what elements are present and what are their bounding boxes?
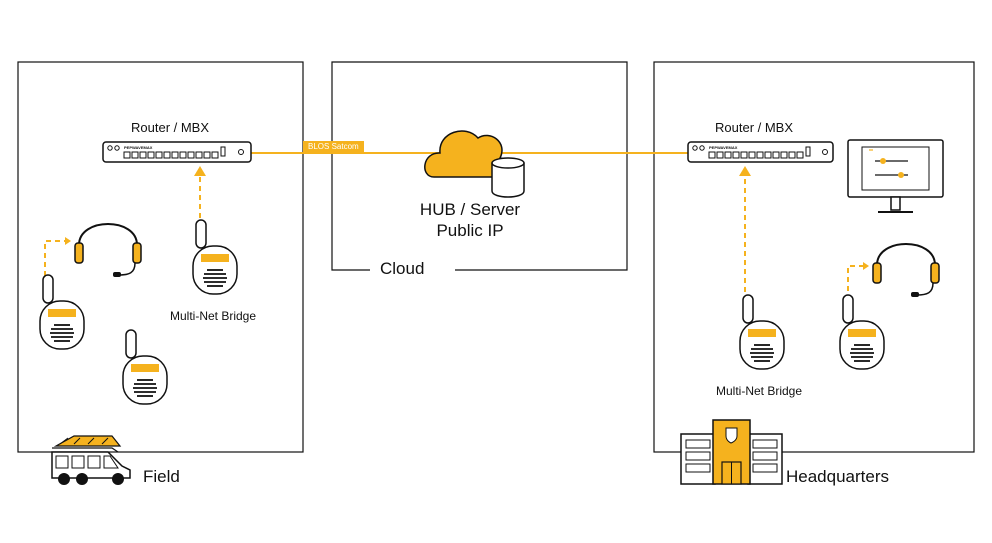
- hq-headset-arrow: [847, 265, 866, 300]
- hq-region-box: [653, 61, 975, 453]
- hub-line-2: Public IP: [436, 221, 504, 240]
- hq-region-label: Headquarters: [786, 467, 890, 486]
- hq-bridge-label: Multi-Net Bridge: [716, 384, 803, 398]
- cloud-region-box: [331, 61, 628, 271]
- field-region-box: [17, 61, 304, 453]
- field-router-brand: PEPWAVEMAX: [124, 145, 153, 150]
- hq-headset-icon: [872, 243, 940, 298]
- satcom-link-label: BLOS Satcom: [303, 141, 364, 153]
- hq-router-label: Router / MBX: [715, 120, 794, 135]
- field-headset-icon: [74, 223, 142, 278]
- monitor-icon: [847, 139, 944, 213]
- field-vehicle-icon: [51, 435, 131, 485]
- hq-router-icon: [687, 141, 834, 163]
- hq-building-icon: [680, 419, 783, 485]
- cloud-region-label: Cloud: [380, 259, 425, 278]
- field-bridge-radio-icon: [192, 219, 238, 295]
- field-router-icon: [102, 141, 252, 163]
- hq-radio-icon: [839, 294, 885, 370]
- hub-line-1: HUB / Server: [419, 200, 521, 219]
- field-bridge-label: Multi-Net Bridge: [170, 309, 257, 323]
- field-radio-1-icon: [39, 274, 85, 350]
- cloud-server-icon: [424, 130, 525, 198]
- field-radio-2-icon: [122, 329, 168, 405]
- hq-router-brand: PEPWAVEMAX: [709, 145, 738, 150]
- hq-bridge-radio-icon: [739, 294, 785, 370]
- field-region-label: Field: [143, 467, 180, 486]
- field-router-label: Router / MBX: [131, 120, 210, 135]
- hub-server-label: HUB / Server Public IP: [410, 199, 530, 241]
